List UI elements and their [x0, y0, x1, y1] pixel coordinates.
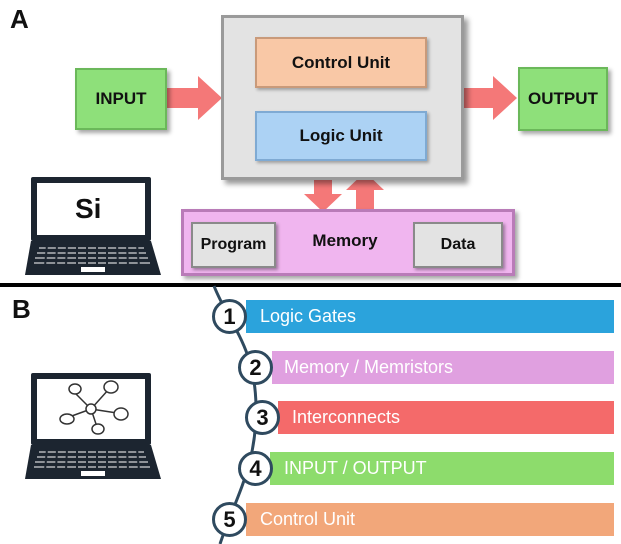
panel-a-label: A — [10, 4, 29, 34]
item-bar-memory: Memory / Memristors — [272, 351, 614, 384]
data-label: Data — [440, 236, 476, 253]
program-label: Program — [200, 236, 267, 253]
control-unit-box: Control Unit — [255, 37, 427, 88]
item-number-3: 3 — [245, 400, 280, 435]
input-arrow — [166, 76, 222, 120]
item-number-2: 2 — [238, 350, 273, 385]
panel-a-arrows — [166, 76, 517, 212]
input-box: INPUT — [75, 68, 167, 130]
memory-label: Memory — [312, 231, 378, 250]
up-arrow — [346, 172, 384, 210]
control-unit-label: Control Unit — [291, 52, 391, 72]
panel-b-label: B — [12, 294, 31, 324]
item-number-5: 5 — [212, 502, 247, 537]
program-box: Program — [191, 222, 276, 268]
down-arrow — [304, 176, 342, 212]
output-label: OUTPUT — [528, 89, 598, 108]
item-bar-input-output: INPUT / OUTPUT — [270, 452, 614, 485]
panel-divider — [0, 283, 621, 287]
item-number-4: 4 — [238, 451, 273, 486]
output-box: OUTPUT — [518, 67, 608, 131]
laptop-a-screen-text: Si — [75, 193, 102, 224]
item-label: Control Unit — [260, 509, 356, 529]
item-bar-control-unit: Control Unit — [246, 503, 614, 536]
item-bar-logic-gates: Logic Gates — [246, 300, 614, 333]
laptop-a-icon — [25, 177, 161, 275]
logic-unit-box: Logic Unit — [255, 111, 427, 161]
input-label: INPUT — [95, 89, 147, 108]
item-bar-interconnects: Interconnects — [278, 401, 614, 434]
item-label: Interconnects — [292, 407, 401, 427]
item-number-1: 1 — [212, 299, 247, 334]
output-arrow — [461, 76, 517, 120]
item-label: INPUT / OUTPUT — [284, 458, 427, 478]
network-molecule-icon — [59, 380, 129, 435]
item-label: Logic Gates — [260, 306, 357, 326]
logic-unit-label: Logic Unit — [299, 126, 383, 145]
data-box: Data — [413, 222, 503, 268]
laptop-b-icon — [25, 373, 161, 479]
item-label: Memory / Memristors — [284, 357, 454, 377]
